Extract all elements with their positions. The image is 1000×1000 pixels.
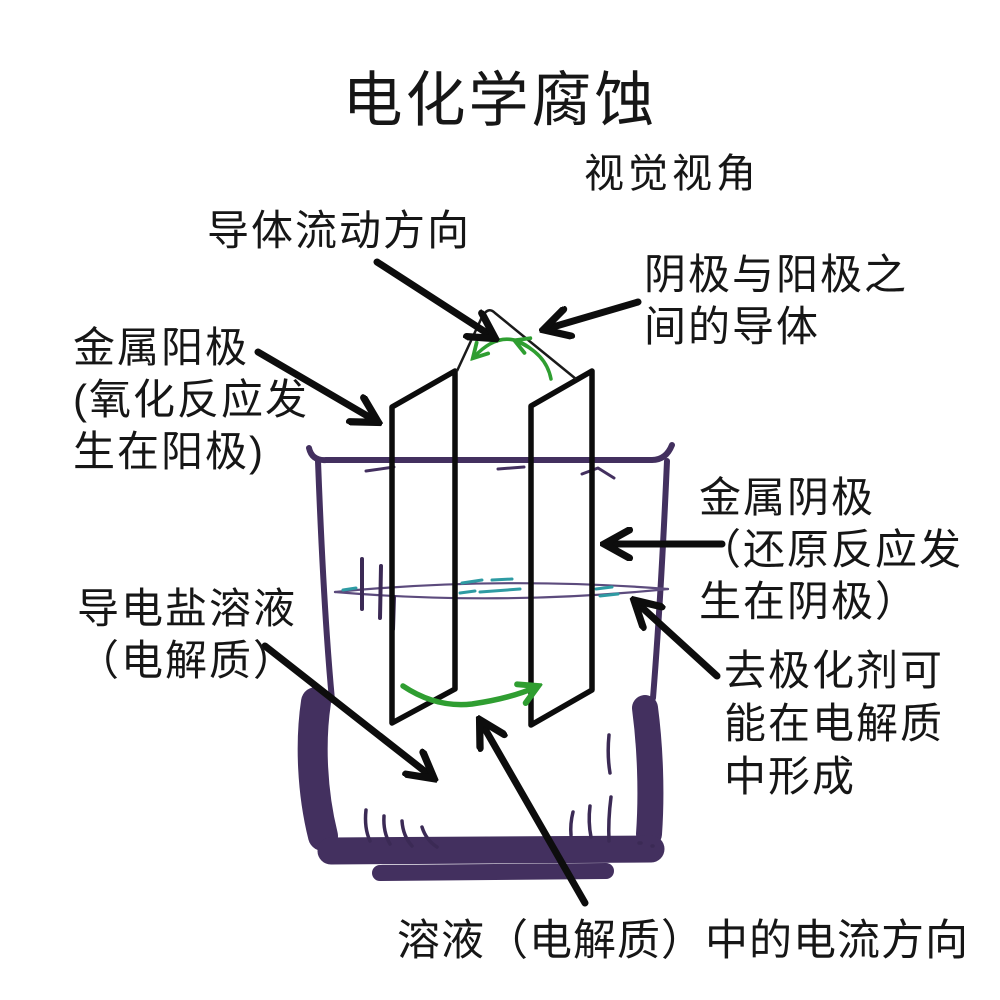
label-line: 阴极与阳极之 <box>644 251 909 298</box>
label-line: 间的导体 <box>644 303 821 350</box>
water-surface <box>333 557 670 631</box>
label-conductor-flow: 导体流动方向 <box>207 205 471 257</box>
label-line: （电解质） <box>77 637 298 684</box>
beaker-foot <box>372 863 614 881</box>
anode-plate <box>389 368 458 726</box>
electrolyte-arrow <box>261 642 432 777</box>
beaker-bottom <box>317 835 665 865</box>
beaker-right-wall <box>650 458 670 701</box>
solution-direction-arrow <box>481 722 589 907</box>
current-arrows <box>400 337 553 708</box>
label-arrows <box>254 258 726 907</box>
inner-dashes <box>363 733 655 849</box>
beaker-rim <box>306 442 675 464</box>
label-line: 中形成 <box>724 753 857 800</box>
beaker-drawing <box>297 442 675 881</box>
conductor-between-arrow <box>546 298 642 329</box>
label-current-direction: 溶液（电解质）中的电流方向 <box>397 906 969 968</box>
connecting-wire <box>455 309 577 380</box>
label-line: 导体流动方向 <box>207 207 472 254</box>
water-lens-top <box>333 582 670 594</box>
label-line: 生在阳极) <box>73 428 265 475</box>
solution-current-arrow <box>400 686 536 708</box>
label-line: 能在电解质 <box>724 700 945 747</box>
beaker-left-thick <box>297 687 338 851</box>
metal-anode-arrow <box>254 348 376 421</box>
beaker-left-wall <box>315 458 335 703</box>
wire-current-arrow-small <box>516 341 553 381</box>
label-line: 金属阴极 <box>699 474 876 521</box>
water-teal-flecks <box>341 577 620 598</box>
label-line: (氧化反应发 <box>73 376 309 423</box>
cathode-plate <box>528 368 595 728</box>
electrodes <box>389 309 595 728</box>
label-electrolyte: 导电盐溶液 （电解质） <box>77 583 297 687</box>
wire-current-arrow <box>474 337 533 357</box>
label-line: （还原反应发 <box>699 526 964 573</box>
label-line: 去极化剂可 <box>724 647 945 694</box>
conductor-flow-arrow <box>373 258 493 337</box>
depolarizer-arrow <box>636 602 721 680</box>
page-title: 电化学腐蚀 <box>342 67 658 134</box>
label-conductor-between: 阴极与阳极之 间的导体 <box>644 249 908 353</box>
rim-dashes <box>364 465 616 480</box>
label-metal-anode: 金属阳极 (氧化反应发 生在阳极) <box>73 322 309 478</box>
label-line: 生在阴极） <box>699 578 920 625</box>
label-depolarizer: 去极化剂可 能在电解质 中形成 <box>724 644 944 803</box>
label-line: 溶液（电解质）中的电流方向 <box>397 917 969 965</box>
beaker-right-thick <box>632 695 664 847</box>
label-line: 导电盐溶液 <box>77 585 298 632</box>
label-line: 金属阳极 <box>73 324 250 371</box>
subtitle: 视觉视角 <box>584 152 760 196</box>
label-metal-cathode: 金属阴极 （还原反应发 生在阴极） <box>699 472 963 628</box>
